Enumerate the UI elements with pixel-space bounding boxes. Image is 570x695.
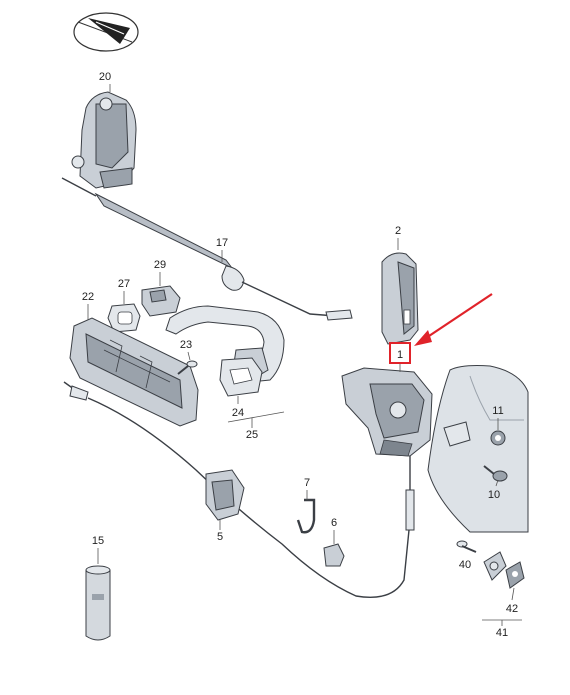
part-6-holder bbox=[323, 543, 345, 567]
part-17-rod bbox=[61, 177, 353, 321]
highlight-box-part-1 bbox=[389, 342, 411, 364]
part-29-cap bbox=[141, 285, 181, 317]
part-11-nut bbox=[490, 430, 506, 446]
lower-cable bbox=[63, 381, 411, 598]
part-10-screw bbox=[483, 465, 508, 482]
label-part-20: 20 bbox=[99, 71, 111, 83]
part-40-screw bbox=[456, 540, 477, 553]
label-part-11: 11 bbox=[492, 405, 503, 417]
label-part-5: 5 bbox=[217, 531, 223, 543]
label-part-40: 40 bbox=[459, 559, 471, 571]
part-5-clip bbox=[205, 469, 245, 521]
part-22-frame bbox=[69, 317, 199, 427]
label-part-25: 25 bbox=[246, 429, 258, 441]
label-part-15: 15 bbox=[92, 535, 104, 547]
direction-arrow-logo-icon bbox=[73, 12, 139, 52]
label-part-42: 42 bbox=[506, 603, 518, 615]
label-part-41: 41 bbox=[496, 627, 508, 639]
part-1-door-lock bbox=[341, 367, 433, 531]
label-part-1: 1 bbox=[397, 349, 403, 361]
label-part-17: 17 bbox=[216, 237, 228, 249]
label-part-27: 27 bbox=[118, 278, 130, 290]
label-part-2: 2 bbox=[395, 225, 401, 237]
label-part-10: 10 bbox=[488, 489, 500, 501]
part-7-clip bbox=[296, 498, 316, 534]
part-41-striker bbox=[483, 551, 525, 589]
part-24-seal bbox=[219, 357, 263, 397]
part-2-cover bbox=[381, 252, 419, 345]
part-27-gasket bbox=[107, 303, 141, 333]
part-23-screw bbox=[177, 360, 198, 375]
label-part-29: 29 bbox=[154, 259, 166, 271]
part-20-carrier bbox=[71, 91, 137, 189]
label-part-22: 22 bbox=[82, 291, 94, 303]
label-part-23: 23 bbox=[180, 339, 192, 351]
label-part-24: 24 bbox=[232, 407, 244, 419]
part-15-cylinder bbox=[85, 565, 111, 641]
pointer-arrow-icon bbox=[414, 293, 493, 346]
door-panel bbox=[427, 365, 529, 533]
label-part-6: 6 bbox=[331, 517, 337, 529]
label-part-7: 7 bbox=[304, 477, 310, 489]
